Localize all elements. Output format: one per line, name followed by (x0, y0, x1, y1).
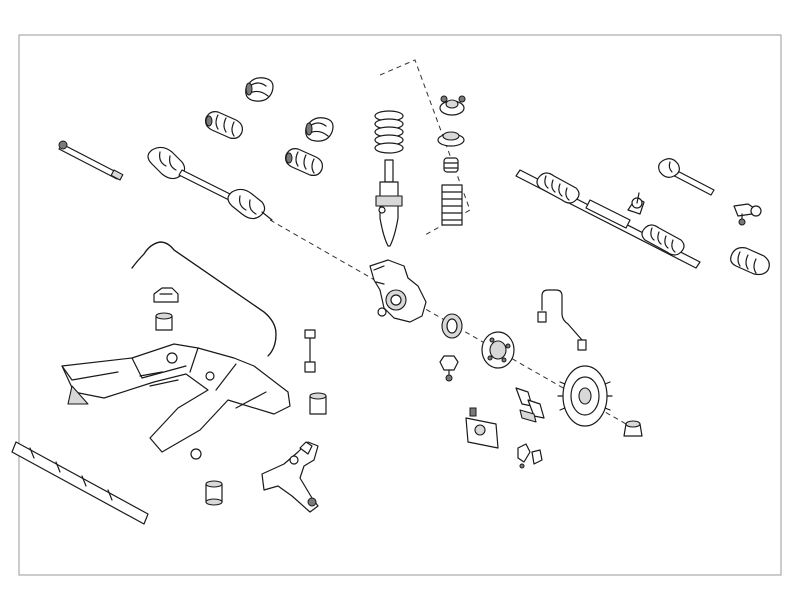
cv-joint-inner (205, 111, 243, 139)
strut-top-mount (439, 95, 466, 116)
brake-disc (557, 365, 613, 427)
tie-rod-left (58, 140, 124, 181)
coil-spring (374, 110, 404, 154)
pad-wear-sensor (517, 443, 543, 469)
brake-hose (537, 289, 587, 351)
reinforcement-bar (11, 441, 149, 525)
brake-pads (515, 387, 545, 423)
hub-cap (623, 420, 643, 437)
subframe (61, 343, 291, 460)
inner-tie-rod (658, 158, 715, 196)
drive-shaft-boot-kit-inner (245, 77, 274, 102)
steering-knuckle (369, 259, 427, 323)
tie-rod-end (733, 203, 762, 226)
dust-boot (441, 184, 463, 226)
shock-absorber (375, 159, 403, 247)
stabilizer-bushing (155, 312, 173, 331)
stabilizer-link (304, 329, 316, 373)
drive-shaft-boot-kit-outer (305, 117, 334, 142)
steering-boot (730, 247, 770, 276)
brake-caliper (465, 407, 499, 449)
drive-shaft (147, 146, 273, 221)
bump-stop (443, 157, 459, 173)
cv-joint-outer (285, 148, 323, 176)
wheel-bearing (441, 313, 463, 339)
control-arm (261, 441, 319, 513)
stabilizer-bracket (153, 287, 179, 303)
control-arm-bushing (309, 392, 327, 415)
control-arm-bush-rear (205, 480, 223, 506)
strut-bearing (437, 131, 465, 147)
wheel-hub (481, 331, 515, 369)
stabilizer-bar (131, 241, 277, 357)
ball-joint (439, 355, 459, 382)
steering-rack (515, 169, 701, 269)
